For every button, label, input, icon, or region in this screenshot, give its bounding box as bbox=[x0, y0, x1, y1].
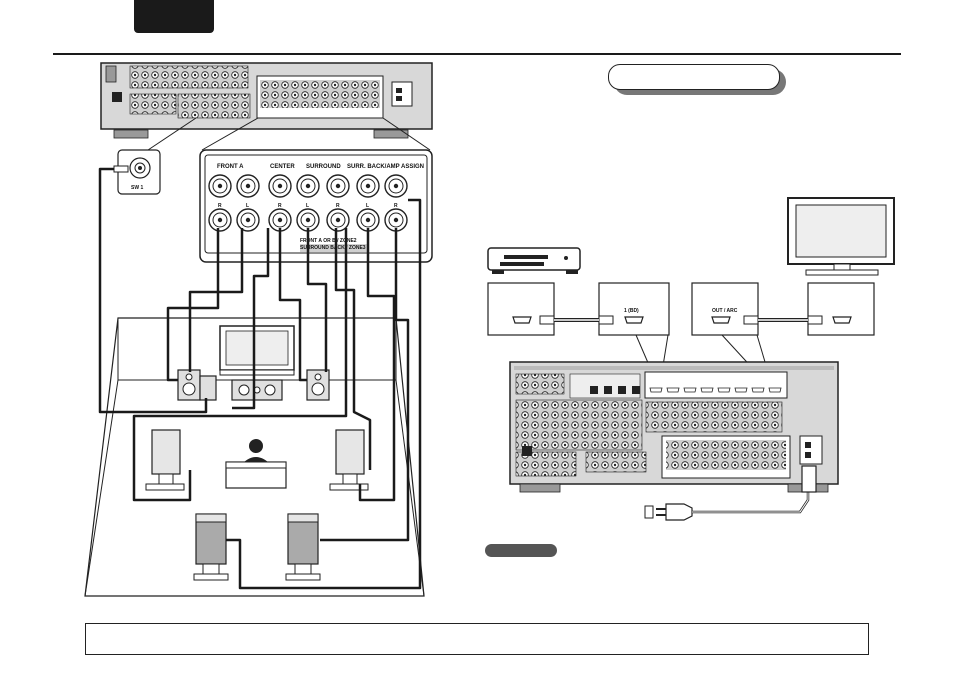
hdmi-socket bbox=[768, 387, 782, 393]
zone-note-1: FRONT A OR B / ZONE2 bbox=[300, 238, 357, 244]
listener-icon bbox=[225, 439, 287, 489]
receiver-rear-panel bbox=[100, 62, 433, 139]
channel-marker: R bbox=[394, 203, 398, 209]
hdmi-callouts bbox=[487, 282, 875, 336]
speaker-terminal bbox=[236, 174, 260, 198]
subwoofer bbox=[199, 375, 217, 401]
speaker-cables bbox=[98, 167, 422, 590]
center-label: CENTER bbox=[270, 164, 295, 170]
front-a-label: FRONT A bbox=[217, 164, 244, 170]
speaker-terminal bbox=[326, 208, 350, 232]
channel-marker: L bbox=[246, 203, 249, 209]
footer-note-box bbox=[85, 623, 869, 655]
hdmi-socket bbox=[683, 387, 697, 393]
hdmi-out-label: OUT / ARC bbox=[712, 308, 738, 314]
receiver-rear-panel-hdmi bbox=[509, 361, 839, 493]
hdmi-socket bbox=[751, 387, 765, 393]
speaker-terminal bbox=[236, 208, 260, 232]
channel-marker: L bbox=[366, 203, 369, 209]
note-badge bbox=[485, 544, 557, 557]
speaker-terminal bbox=[268, 208, 292, 232]
center-speaker bbox=[231, 379, 283, 401]
speaker-terminal bbox=[356, 208, 380, 232]
surround-label: SURROUND bbox=[306, 164, 341, 170]
hdmi-in-label: 1 (BD) bbox=[624, 308, 639, 314]
speaker-terminal bbox=[296, 208, 320, 232]
surround-left-speaker bbox=[145, 429, 185, 491]
section-heading-pill bbox=[608, 64, 780, 90]
channel-marker: R bbox=[336, 203, 340, 209]
channel-marker: L bbox=[306, 203, 309, 209]
surround-back-left-speaker bbox=[193, 513, 229, 581]
hdmi-socket bbox=[700, 387, 714, 393]
speaker-terminal bbox=[208, 208, 232, 232]
header-rule bbox=[53, 53, 901, 55]
surround-back-right-speaker bbox=[285, 513, 321, 581]
room-tv bbox=[219, 325, 295, 376]
hdmi-socket bbox=[649, 387, 663, 393]
channel-marker: R bbox=[278, 203, 282, 209]
speaker-terminal bbox=[296, 174, 320, 198]
speaker-terminal bbox=[356, 174, 380, 198]
hdmi-socket bbox=[717, 387, 731, 393]
power-plug-icon bbox=[644, 465, 817, 521]
speaker-terminal bbox=[208, 174, 232, 198]
hdmi-socket bbox=[666, 387, 680, 393]
surround-right-speaker bbox=[329, 429, 369, 491]
sw-jack-label: SW 1 bbox=[131, 185, 143, 191]
subwoofer-jack-callout bbox=[117, 149, 161, 195]
speaker-terminal bbox=[326, 174, 350, 198]
surr-back-label: SURR. BACK/AMP ASSIGN bbox=[347, 164, 424, 170]
tv-icon bbox=[787, 197, 895, 276]
zone-note-2: SURROUND BACK / ZONE3 bbox=[300, 245, 366, 251]
speaker-terminal bbox=[268, 174, 292, 198]
player-icon bbox=[487, 247, 581, 274]
speaker-terminal bbox=[384, 208, 408, 232]
speaker-terminal bbox=[384, 174, 408, 198]
front-right-speaker bbox=[306, 369, 330, 401]
language-tab bbox=[134, 0, 214, 33]
channel-marker: R bbox=[218, 203, 222, 209]
hdmi-socket bbox=[734, 387, 748, 393]
front-left-speaker bbox=[177, 369, 201, 401]
